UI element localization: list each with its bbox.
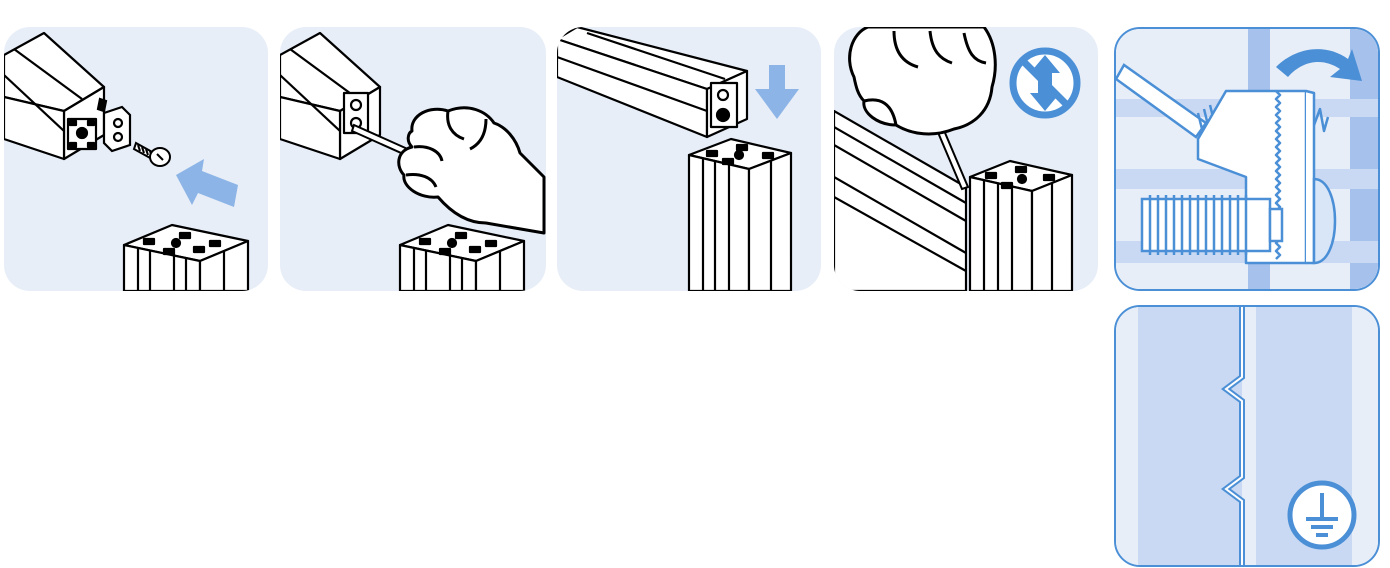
step-1-panel — [4, 27, 268, 291]
ground-symbol-icon — [1290, 483, 1354, 547]
step-2-panel — [280, 27, 546, 291]
detail-2-panel — [1114, 305, 1380, 567]
step-4-panel — [834, 27, 1098, 291]
detail-1-panel — [1114, 27, 1380, 291]
step-3-panel — [557, 27, 821, 291]
upright-profile — [689, 139, 791, 291]
no-vertical-movement-icon — [1013, 51, 1077, 115]
hand-icon — [850, 27, 996, 134]
profile-stripe — [1138, 307, 1242, 565]
upright-profile — [970, 161, 1072, 291]
